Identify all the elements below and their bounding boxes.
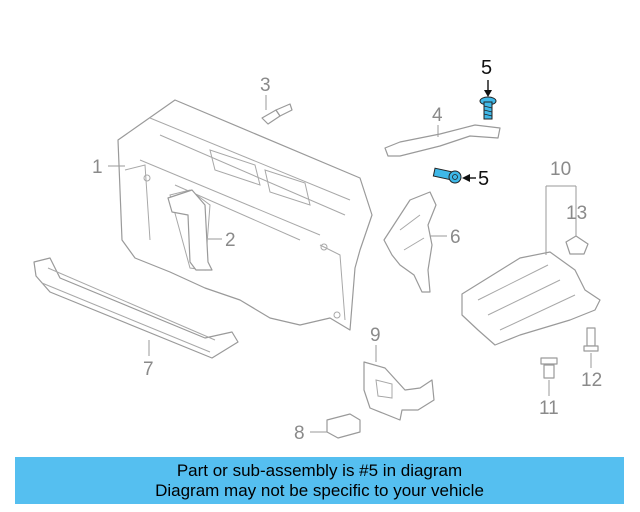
- part-11-bolt: [540, 357, 558, 379]
- part-9-mount-bracket: [363, 361, 435, 421]
- info-banner: Part or sub-assembly is #5 in diagram Di…: [15, 457, 624, 504]
- part-6-side-bracket: [383, 191, 437, 293]
- part-7-air-deflector: [33, 257, 239, 359]
- part-8-clip: [326, 413, 361, 439]
- arrow-5a: [484, 90, 492, 97]
- callout-1: 1: [92, 157, 103, 178]
- part-3-bolt: [261, 103, 293, 125]
- parts-diagram: 1 2 3 4 5 5 6 7: [33, 57, 602, 444]
- callout-11: 11: [539, 398, 559, 419]
- callout-9: 9: [370, 325, 381, 346]
- callout-4: 4: [432, 105, 443, 126]
- part-1-radiator-support: [117, 99, 373, 331]
- part-12-screw: [583, 327, 599, 352]
- callout-7: 7: [143, 359, 154, 380]
- callout-5a: 5: [481, 57, 492, 79]
- callout-5b: 5: [478, 168, 489, 190]
- banner-line-2: Diagram may not be specific to your vehi…: [155, 480, 484, 500]
- arrow-5b: [462, 174, 470, 182]
- part-13-clip-nut: [565, 235, 589, 255]
- part-2-bracket: [167, 189, 213, 271]
- callout-2: 2: [225, 230, 236, 251]
- part-10-undertray: [461, 251, 601, 346]
- part-5-screw-side: [432, 167, 462, 184]
- part-4-reinforcement: [384, 124, 501, 157]
- callout-8: 8: [294, 423, 305, 444]
- callout-13: 13: [566, 203, 587, 224]
- callout-12: 12: [581, 370, 602, 391]
- callout-3: 3: [260, 75, 271, 96]
- callout-10: 10: [550, 159, 571, 180]
- banner-line-1: Part or sub-assembly is #5 in diagram: [176, 460, 463, 480]
- callout-6: 6: [450, 227, 461, 248]
- part-5-screw-top: [479, 96, 497, 120]
